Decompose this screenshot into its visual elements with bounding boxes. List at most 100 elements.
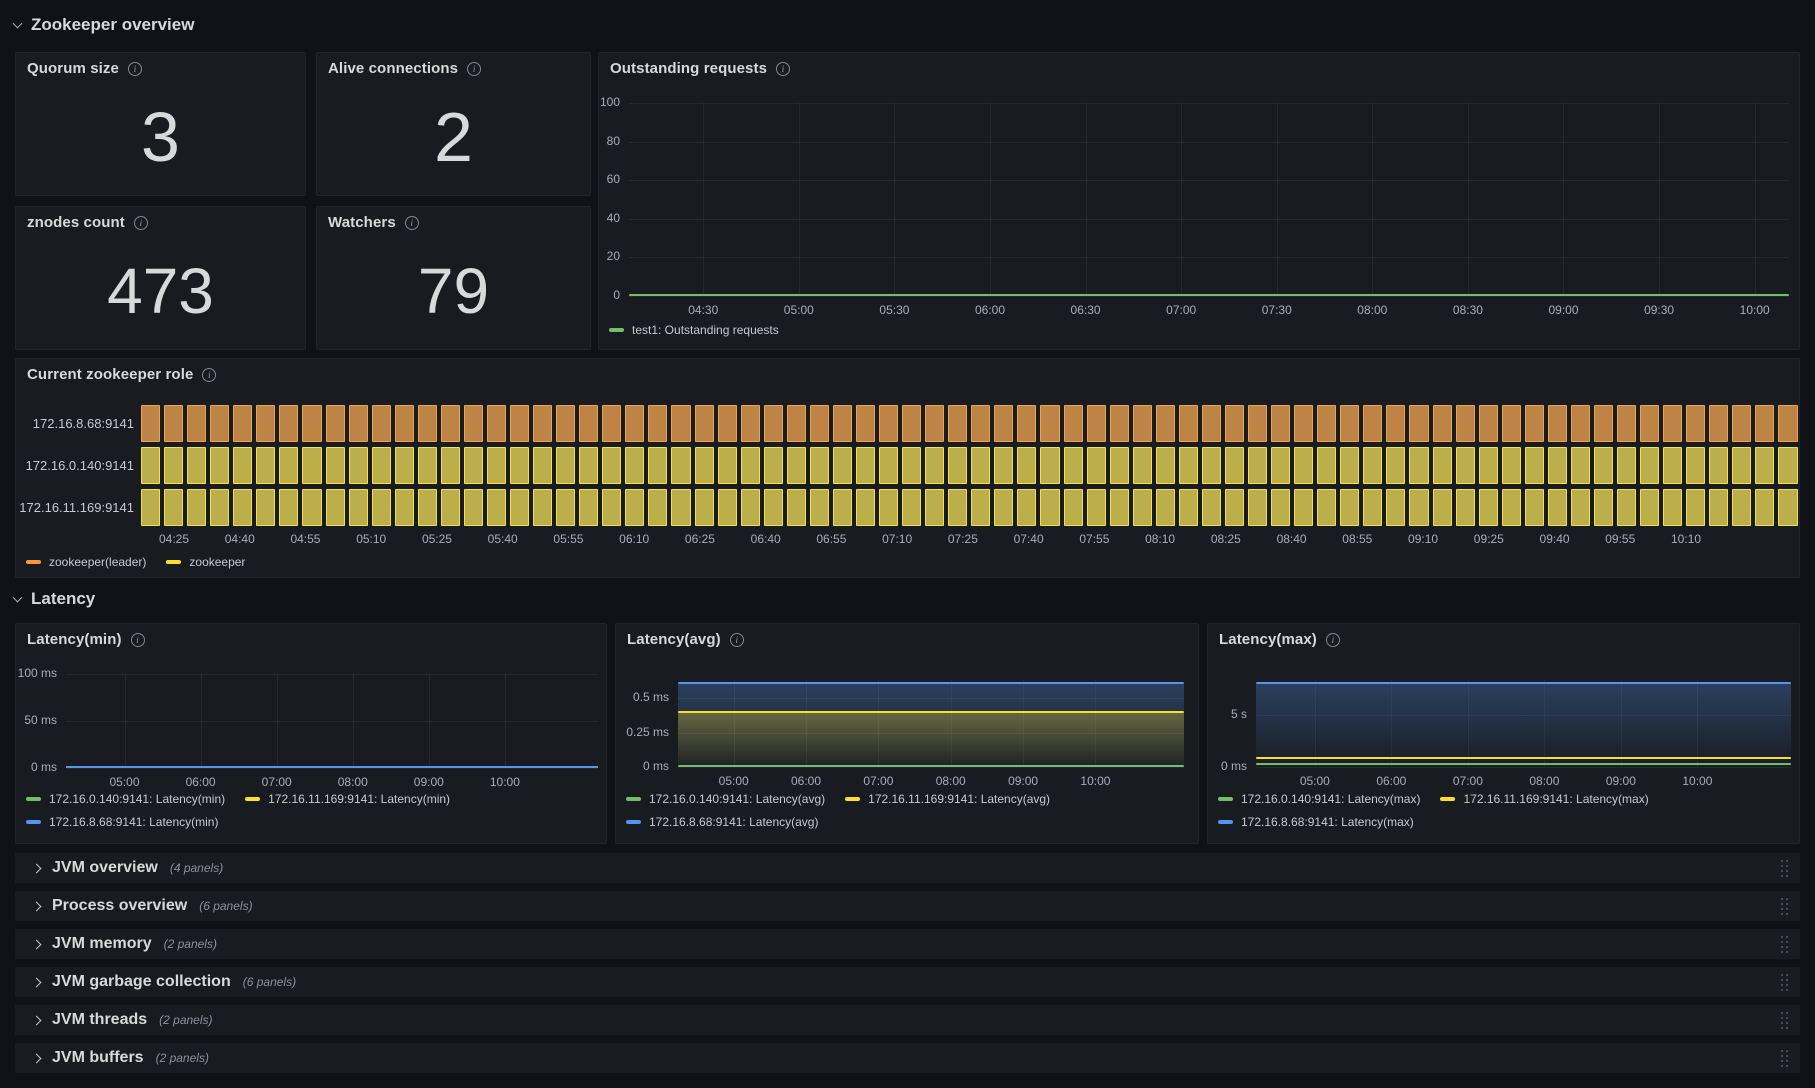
timeline-state-block	[210, 405, 230, 442]
timeline-state-block	[1501, 489, 1521, 526]
panel-title[interactable]: Latency(max)	[1219, 631, 1317, 648]
collapsed-row-jvm-memory[interactable]: JVM memory(2 panels)	[15, 929, 1800, 959]
timeline-state-block	[1570, 489, 1590, 526]
legend: 172.16.8.68:9141: Latency(min)	[26, 815, 238, 829]
legend: test1: Outstanding requests	[609, 323, 799, 337]
y-axis-label: 80	[606, 133, 620, 148]
panel-title[interactable]: znodes count	[27, 214, 125, 231]
timeline-state-block	[1271, 405, 1291, 442]
series-line	[629, 294, 1789, 297]
legend-item[interactable]: 172.16.8.68:9141: Latency(max)	[1218, 815, 1414, 829]
collapsed-row-jvm-threads[interactable]: JVM threads(2 panels)	[15, 1005, 1800, 1035]
panel-title[interactable]: Latency(avg)	[627, 631, 721, 648]
legend-item[interactable]: test1: Outstanding requests	[609, 323, 779, 337]
timeline-state-block	[1617, 489, 1637, 526]
collapsed-row-jvm-garbage-collection[interactable]: JVM garbage collection(6 panels)	[15, 967, 1800, 997]
row-title: JVM garbage collection	[52, 973, 231, 990]
info-icon[interactable]: i	[776, 61, 791, 76]
timeline-state-block	[1017, 447, 1037, 484]
legend-item[interactable]: 172.16.0.140:9141: Latency(min)	[26, 792, 225, 806]
legend-item[interactable]: zookeeper	[166, 555, 245, 569]
drag-handle-icon[interactable]	[1781, 859, 1788, 877]
timeline-state-block	[902, 447, 922, 484]
timeline-state-block	[510, 405, 530, 442]
legend-item[interactable]: 172.16.11.169:9141: Latency(avg)	[845, 792, 1050, 806]
info-icon[interactable]: i	[130, 632, 145, 647]
series-line	[678, 765, 1184, 768]
legend-color-dash	[26, 560, 41, 564]
timeline-state-block	[1040, 405, 1060, 442]
info-icon[interactable]: i	[133, 215, 148, 230]
timeline-state-block	[994, 489, 1014, 526]
legend-item[interactable]: 172.16.0.140:9141: Latency(max)	[1218, 792, 1420, 806]
drag-handle-icon[interactable]	[1781, 1049, 1788, 1067]
section-latency[interactable]: Latency	[12, 589, 95, 609]
legend-item[interactable]: 172.16.8.68:9141: Latency(min)	[26, 815, 218, 829]
drag-handle-icon[interactable]	[1781, 1011, 1788, 1029]
timeline-state-block	[187, 405, 207, 442]
gridline-vertical	[124, 674, 126, 768]
timeline-state-block	[371, 489, 391, 526]
timeline-state-block	[1617, 447, 1637, 484]
info-icon[interactable]: i	[467, 61, 482, 76]
collapsed-row-jvm-overview[interactable]: JVM overview(4 panels)	[15, 853, 1800, 883]
collapsed-row-jvm-buffers[interactable]: JVM buffers(2 panels)	[15, 1043, 1800, 1073]
info-icon[interactable]: i	[127, 61, 142, 76]
timeline-state-block	[1663, 489, 1683, 526]
panel-title[interactable]: Latency(min)	[27, 631, 122, 648]
drag-handle-icon[interactable]	[1781, 897, 1788, 915]
timeline-state-block	[1155, 405, 1175, 442]
gridline-vertical	[1095, 680, 1097, 767]
series-line	[1256, 681, 1791, 684]
collapsed-row-process-overview[interactable]: Process overview(6 panels)	[15, 891, 1800, 921]
info-icon[interactable]: i	[1325, 632, 1340, 647]
timeline-state-block	[948, 447, 968, 484]
gridline-horizontal	[629, 103, 1789, 104]
legend-item[interactable]: 172.16.11.169:9141: Latency(min)	[245, 792, 450, 806]
panel-title[interactable]: Outstanding requests	[610, 60, 768, 77]
legend-item[interactable]: 172.16.11.169:9141: Latency(max)	[1440, 792, 1649, 806]
timeline-state-block	[371, 447, 391, 484]
panel-title[interactable]: Quorum size	[27, 60, 119, 77]
x-axis-label: 06:00	[974, 303, 1005, 317]
timeline-state-block	[302, 405, 322, 442]
timeline-state-block	[1709, 405, 1729, 442]
drag-handle-icon[interactable]	[1781, 973, 1788, 991]
x-axis-label: 06:00	[185, 775, 216, 789]
timeline-state-block	[1686, 405, 1706, 442]
x-axis-label: 07:30	[1261, 303, 1292, 317]
info-icon[interactable]: i	[202, 367, 217, 382]
section-zookeeper-overview[interactable]: Zookeeper overview	[12, 15, 194, 35]
panel-title[interactable]: Watchers	[328, 214, 396, 231]
legend-item[interactable]: 172.16.0.140:9141: Latency(avg)	[626, 792, 825, 806]
timeline-state-block	[1663, 405, 1683, 442]
x-axis-label: 05:25	[421, 532, 452, 546]
legend-item[interactable]: 172.16.8.68:9141: Latency(avg)	[626, 815, 818, 829]
timeline-state-block	[1455, 489, 1475, 526]
timeline-state-block	[648, 447, 668, 484]
x-axis-label: 05:10	[356, 532, 387, 546]
info-icon[interactable]: i	[729, 632, 744, 647]
timeline-state-block	[233, 489, 253, 526]
info-icon[interactable]: i	[404, 215, 419, 230]
panel-title[interactable]: Alive connections	[328, 60, 459, 77]
timeline-state-block	[717, 447, 737, 484]
timeline-state-block	[671, 405, 691, 442]
x-axis-label: 07:40	[1013, 532, 1044, 546]
drag-handle-icon[interactable]	[1781, 935, 1788, 953]
legend-item[interactable]: zookeeper(leader)	[26, 555, 146, 569]
timeline-state-block	[1063, 447, 1083, 484]
panel-title[interactable]: Current zookeeper role	[27, 366, 194, 383]
series-area	[678, 682, 1184, 767]
timeline-state-block	[1155, 447, 1175, 484]
gridline-vertical	[1276, 103, 1278, 296]
gridline-vertical	[1085, 103, 1087, 296]
timeline-state-block	[164, 405, 184, 442]
timeline-state-block	[579, 447, 599, 484]
timeline-state-block	[1386, 405, 1406, 442]
legend: 172.16.0.140:9141: Latency(avg) 172.16.11…	[626, 792, 1070, 806]
x-axis-label: 06:00	[1376, 774, 1407, 788]
x-axis-label: 09:00	[1008, 774, 1039, 788]
